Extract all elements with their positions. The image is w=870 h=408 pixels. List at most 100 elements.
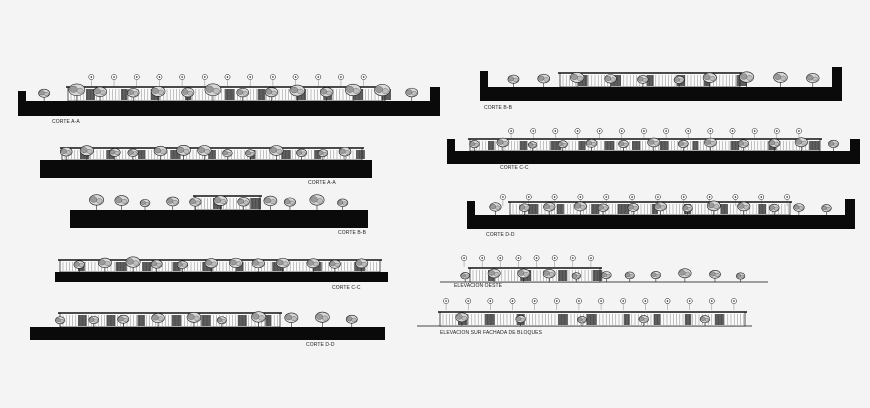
tree-icon: [229, 257, 243, 272]
tree-icon: [317, 149, 329, 160]
tree-icon: [117, 314, 130, 327]
ground-section: [55, 272, 388, 282]
tree-icon: [601, 271, 612, 282]
tree-icon: [573, 201, 587, 215]
tree-icon: [263, 195, 278, 210]
tree-icon: [345, 314, 358, 327]
tree-icon: [189, 197, 202, 210]
tree-icon: [793, 203, 805, 215]
tree-icon: [455, 312, 469, 326]
tree-icon: [699, 315, 711, 326]
label-corte-d-d-2: CORTE D-D: [306, 342, 335, 348]
drawing-corte-d-d-1: [467, 194, 855, 229]
ground-section: [480, 87, 842, 101]
tree-icon: [216, 316, 227, 327]
tree-icon: [176, 145, 191, 160]
tree-icon: [828, 139, 839, 151]
tree-icon: [264, 87, 279, 101]
ground-section: [18, 101, 440, 116]
tree-icon: [374, 84, 391, 101]
label-elevacion-sur: ELEVACION SUR FACHADA DE BLOQUES: [440, 330, 543, 336]
tree-icon: [296, 148, 308, 160]
tree-icon: [337, 198, 349, 210]
tree-icon: [79, 145, 94, 160]
tree-icon: [88, 315, 100, 327]
tree-icon: [768, 203, 780, 215]
tree-icon: [204, 83, 222, 101]
ground-section: [40, 160, 372, 178]
tree-icon: [518, 203, 531, 215]
tree-icon: [673, 75, 685, 87]
tree-icon: [338, 146, 352, 160]
tree-icon: [557, 140, 568, 151]
tree-icon: [577, 316, 587, 326]
tree-icon: [571, 272, 582, 282]
tree-icon: [109, 148, 121, 160]
tree-icon: [542, 268, 556, 282]
label-corte-d-d-1: CORTE D-D: [486, 232, 515, 238]
tree-icon: [222, 149, 233, 160]
tree-icon: [89, 194, 105, 210]
tree-icon: [139, 199, 151, 210]
tree-icon: [773, 72, 788, 87]
tree-icon: [204, 258, 218, 272]
tree-icon: [637, 75, 649, 87]
label-corte-b-b-1: CORTE B-B: [484, 105, 513, 111]
tree-icon: [739, 71, 755, 87]
tree-icon: [150, 259, 163, 272]
drawing-corte-b-b-2: [70, 194, 368, 228]
drawing-corte-a-a-2: [40, 145, 372, 178]
tree-icon: [489, 202, 502, 215]
ground-section: [447, 151, 860, 164]
tree-icon: [68, 83, 86, 101]
tree-icon: [585, 139, 598, 151]
label-elevacion-oeste: ELEVACION OESTE: [454, 283, 503, 289]
tree-icon: [245, 149, 256, 160]
tree-icon: [460, 272, 470, 282]
tree-icon: [654, 201, 667, 215]
tree-icon: [166, 196, 180, 210]
tree-icon: [328, 259, 341, 272]
tree-icon: [306, 258, 320, 272]
tree-icon: [284, 312, 299, 327]
drawing-corte-c-c-2: [55, 256, 388, 282]
drawing-corte-b-b-1: [480, 67, 842, 101]
tree-icon: [527, 141, 538, 151]
drawing-corte-d-d-2: [30, 311, 385, 340]
tree-icon: [176, 260, 188, 272]
tree-icon: [405, 87, 419, 101]
tree-icon: [647, 137, 661, 151]
label-corte-a-a-1: CORTE A-A: [52, 119, 80, 125]
tree-icon: [283, 197, 296, 210]
tree-icon: [98, 257, 112, 272]
tree-icon: [806, 73, 820, 87]
tree-icon: [515, 315, 526, 326]
tree-icon: [618, 140, 629, 151]
tree-icon: [269, 145, 284, 160]
tree-icon: [794, 137, 808, 151]
tree-icon: [709, 269, 721, 282]
label-corte-c-c-2: CORTE C-C: [332, 285, 361, 291]
drawing-elevacion-oeste: [440, 255, 768, 283]
tree-icon: [186, 311, 202, 327]
ground-section: [467, 215, 855, 229]
tree-icon: [127, 88, 140, 101]
drawing-corte-a-a-1: [18, 74, 440, 116]
label-corte-b-b-2: CORTE B-B: [338, 230, 367, 236]
ground-section: [30, 327, 385, 340]
tree-icon: [127, 148, 139, 160]
tree-icon: [54, 316, 66, 327]
tree-icon: [125, 256, 141, 272]
drawing-elevacion-sur: [417, 298, 752, 327]
ground-section: [70, 210, 368, 228]
tree-icon: [181, 87, 195, 101]
tree-icon: [344, 83, 362, 101]
tree-icon: [737, 139, 749, 151]
tree-icon: [251, 258, 265, 272]
tree-icon: [276, 257, 290, 272]
tree-icon: [251, 311, 267, 327]
tree-icon: [682, 204, 693, 215]
tree-icon: [735, 272, 746, 282]
tree-icon: [517, 268, 531, 282]
tree-icon: [650, 271, 662, 282]
